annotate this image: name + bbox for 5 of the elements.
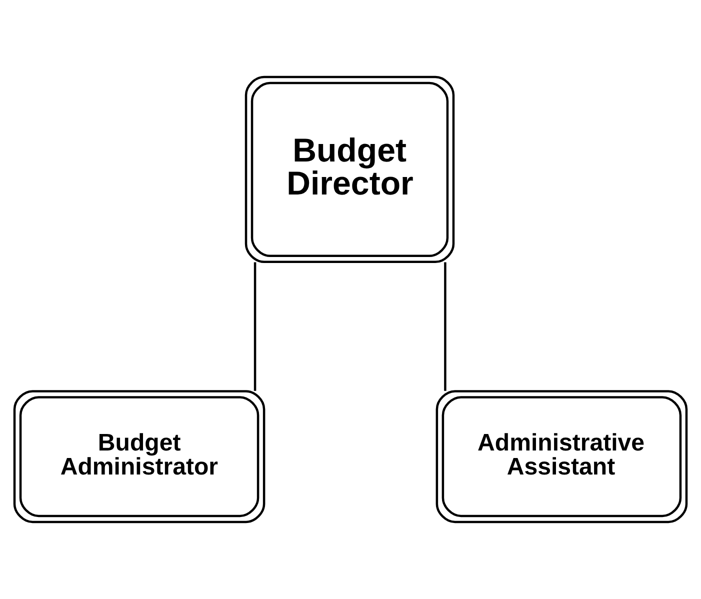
connector [444,262,446,391]
connector [254,262,256,391]
node-box: Budget Director [244,76,455,264]
node-box: Budget Administrator [13,390,266,524]
node-box: Administrative Assistant [436,390,688,524]
